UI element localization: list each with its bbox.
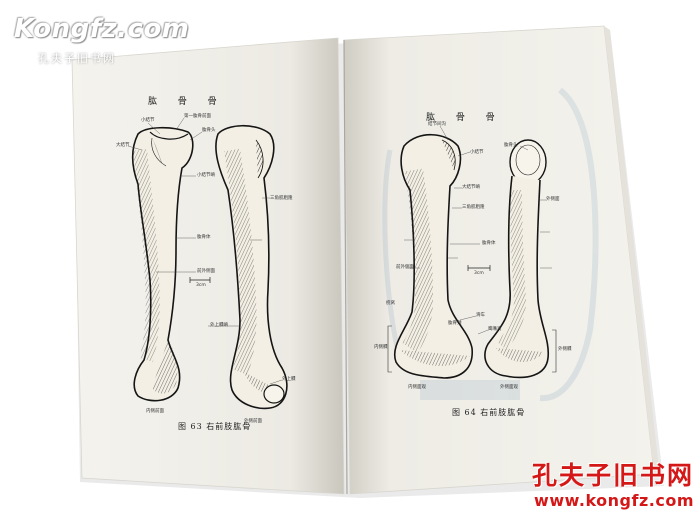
- label-left: 大结节: [116, 143, 130, 148]
- label-right: 外侧面: [546, 197, 560, 202]
- label-right: 外侧髁: [558, 347, 572, 352]
- left-leader-lines: [127, 117, 283, 385]
- label-left: 外上髁嵴: [210, 323, 228, 328]
- bracket-left-condyles: [387, 325, 392, 373]
- label-right: 肱骨头: [504, 143, 518, 148]
- label-left: 三角肌粗隆: [270, 196, 293, 201]
- kongfz-logo-watermark: Kongfz.com 孔夫子旧书网: [14, 14, 189, 74]
- right-figure-caption: 图 64 右前肢肱骨: [452, 408, 526, 417]
- label-right: 肱骨体: [482, 241, 496, 246]
- right-humerus-lateral-view: [484, 139, 550, 379]
- label-right: 鹰嘴窝: [488, 327, 502, 332]
- label-left: 小结节嵴: [197, 173, 215, 178]
- label-right: 内侧髁: [374, 345, 388, 350]
- label-right: 小结节: [470, 150, 484, 155]
- watermark-cn-text: 孔夫子旧书网: [531, 461, 694, 490]
- right-humerus-medial-view: [393, 134, 473, 379]
- book-gutter: [343, 39, 348, 495]
- label-left: 第一肱骨前面: [184, 114, 211, 119]
- label-right: 前外侧面: [396, 265, 414, 270]
- watermark-url: www.kongfz.com: [534, 491, 694, 510]
- label-left: 肱骨头: [202, 128, 216, 133]
- kongfz-red-watermark: 孔夫子旧书网 www.kongfz.com: [498, 462, 694, 512]
- scale-label-right: 3cm: [474, 271, 484, 276]
- label-left: 内侧前面: [146, 409, 164, 414]
- label-left: 外侧前面: [244, 419, 262, 424]
- watermark-brand: Kongfz.com: [14, 14, 190, 44]
- page-edge-right: [604, 26, 660, 478]
- show-through-print: [382, 87, 599, 402]
- label-right: 外侧面观: [500, 385, 518, 390]
- label-left: 前外侧面: [197, 269, 215, 274]
- right-page-heading: 肱 骨 骨: [426, 113, 504, 123]
- label-right: 滑车: [476, 313, 485, 318]
- scale-label-left: 3cm: [196, 283, 206, 288]
- watermark-subtitle: 孔夫子旧书网: [38, 52, 116, 65]
- label-right: 肱骨颈: [448, 321, 462, 326]
- left-humerus-lateral-view: [215, 124, 288, 410]
- left-page-heading: 肱 骨 骨: [148, 97, 226, 107]
- label-left: 外上髁: [282, 377, 296, 382]
- label-right: 内侧面观: [408, 385, 426, 390]
- label-right: 结节间沟: [428, 122, 446, 127]
- label-right: 桡窝: [386, 301, 395, 306]
- left-humerus-cranial-view: [131, 126, 194, 402]
- right-leader-lines: [404, 125, 552, 335]
- bracket-right-condyles: [552, 329, 557, 373]
- label-left: 肱骨体: [197, 235, 211, 240]
- label-left: 小结节: [141, 118, 155, 123]
- label-right: 大结节嵴: [462, 185, 480, 190]
- label-right: 三角肌粗隆: [462, 205, 485, 210]
- left-figure-caption: 图 63 右前肢肱骨: [178, 422, 252, 431]
- right-page: [343, 25, 655, 495]
